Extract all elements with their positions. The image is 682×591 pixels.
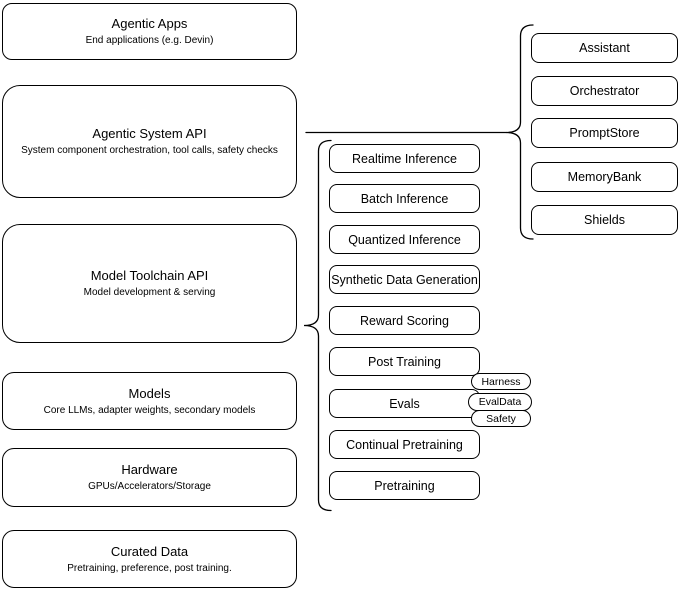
box-orchestrator: Orchestrator	[531, 76, 678, 106]
box-subtitle: System component orchestration, tool cal…	[21, 145, 278, 156]
box-continual-pretraining: Continual Pretraining	[329, 430, 480, 459]
pill-evaldata: EvalData	[468, 393, 532, 411]
box-title: Agentic Apps	[111, 16, 188, 31]
box-post-training: Post Training	[329, 347, 480, 376]
box-agentic-apps: Agentic Apps End applications (e.g. Devi…	[2, 3, 297, 60]
box-hardware: Hardware GPUs/Accelerators/Storage	[2, 448, 297, 507]
box-batch-inference: Batch Inference	[329, 184, 480, 213]
box-title: Curated Data	[110, 543, 189, 559]
box-title: Agentic System API	[92, 126, 207, 141]
box-model-toolchain-api: Model Toolchain API Model development & …	[2, 224, 297, 343]
box-agentic-system-api: Agentic System API System component orch…	[2, 85, 297, 198]
box-subtitle: Pretraining, preference, post training.	[67, 562, 232, 574]
box-assistant: Assistant	[531, 33, 678, 63]
box-models: Models Core LLMs, adapter weights, secon…	[2, 372, 297, 430]
box-pretraining: Pretraining	[329, 471, 480, 500]
box-promptstore: PromptStore	[531, 118, 678, 148]
box-synthetic-data-generation: Synthetic Data Generation	[329, 265, 480, 294]
box-realtime-inference: Realtime Inference	[329, 144, 480, 173]
toolchain-curly-brace	[303, 139, 332, 512]
pill-harness: Harness	[471, 373, 531, 390]
box-title: Models	[128, 385, 171, 401]
box-curated-data: Curated Data Pretraining, preference, po…	[2, 530, 297, 588]
box-subtitle: Core LLMs, adapter weights, secondary mo…	[43, 404, 256, 416]
box-memorybank: MemoryBank	[531, 162, 678, 192]
box-quantized-inference: Quantized Inference	[329, 225, 480, 254]
pill-safety: Safety	[471, 410, 531, 427]
box-subtitle: GPUs/Accelerators/Storage	[88, 481, 211, 492]
box-title: Model Toolchain API	[90, 268, 209, 283]
box-subtitle: Model development & serving	[83, 287, 216, 298]
box-subtitle: End applications (e.g. Devin)	[85, 35, 214, 46]
box-title: Hardware	[121, 462, 178, 477]
box-evals: Evals	[329, 389, 480, 418]
components-curly-brace	[505, 24, 534, 240]
box-shields: Shields	[531, 205, 678, 235]
box-reward-scoring: Reward Scoring	[329, 306, 480, 335]
